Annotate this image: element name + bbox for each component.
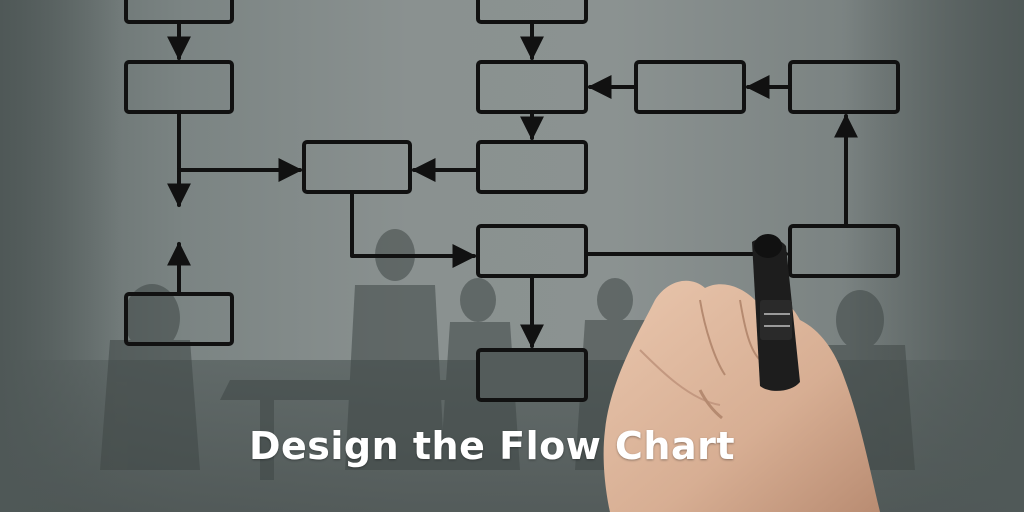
banner-headline: Design the Flow Chart	[248, 424, 736, 468]
flowchart-box	[476, 140, 588, 194]
person-silhouette	[597, 278, 633, 322]
hand-icon	[603, 280, 880, 512]
person-silhouette	[345, 285, 445, 470]
chair-silhouette	[100, 340, 200, 470]
flowchart-arrow	[350, 190, 477, 268]
marker-pen-icon	[752, 234, 800, 391]
room-wall-left	[0, 0, 120, 512]
person-silhouette	[460, 278, 496, 322]
person-silhouette	[836, 290, 884, 350]
flowchart-box	[302, 140, 412, 194]
person-silhouette	[124, 284, 180, 352]
flowchart-box	[476, 348, 588, 402]
